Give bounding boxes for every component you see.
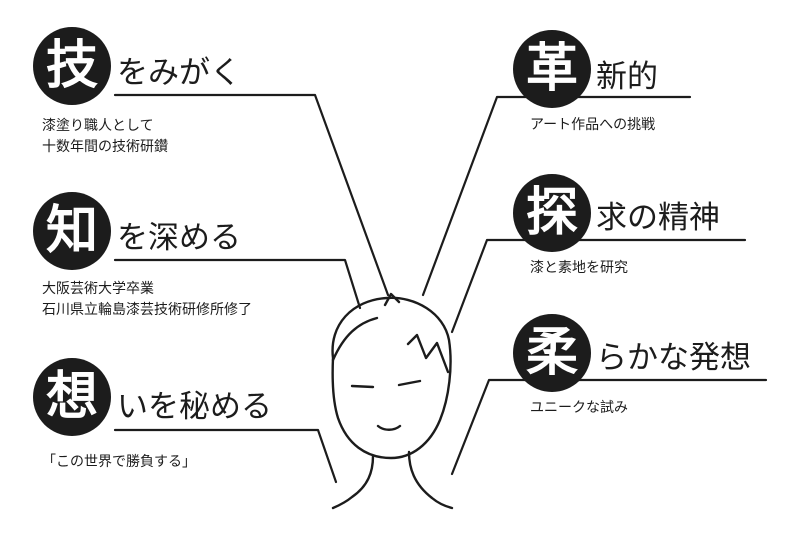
mouth bbox=[376, 424, 402, 431]
item-description: 漆と素地を研究 bbox=[530, 258, 628, 279]
hair bbox=[331, 292, 450, 374]
item-title: を深める bbox=[117, 220, 241, 256]
connector-line bbox=[421, 95, 692, 297]
item-description: ユニークな試み bbox=[530, 398, 628, 419]
connector-line bbox=[113, 258, 362, 310]
description-line: 十数年間の技術研鑽 bbox=[42, 139, 168, 155]
connector-line bbox=[450, 378, 768, 476]
neck-left bbox=[331, 454, 375, 510]
item-title: 求の精神 bbox=[596, 200, 720, 236]
kanji-badge: 技 bbox=[33, 27, 111, 105]
neck-right bbox=[407, 450, 454, 510]
item-description: 「この世界で勝負する」 bbox=[42, 452, 196, 473]
item-title: をみがく bbox=[117, 55, 241, 91]
description-line: 漆塗り職人として bbox=[42, 118, 154, 134]
description-line: 漆と素地を研究 bbox=[530, 260, 628, 276]
description-line: 「この世界で勝負する」 bbox=[42, 454, 196, 470]
face-outline bbox=[331, 296, 452, 460]
item-description: 大阪芸術大学卒業 石川県立輪島漆芸技術研修所修了 bbox=[42, 279, 252, 321]
item-title: 新的 bbox=[596, 59, 658, 95]
kanji-badge: 知 bbox=[33, 192, 111, 270]
item-description: 漆塗り職人として 十数年間の技術研鑽 bbox=[42, 116, 168, 158]
description-line: アート作品への挑戦 bbox=[530, 117, 656, 133]
item-description: アート作品への挑戦 bbox=[530, 115, 655, 136]
item-title: いを秘める bbox=[117, 389, 272, 425]
kanji-badge: 革 bbox=[513, 30, 591, 108]
description-line: ユニークな試み bbox=[530, 400, 628, 416]
connector-line bbox=[450, 238, 747, 334]
right-eye bbox=[397, 379, 422, 387]
description-line: 大阪芸術大学卒業 bbox=[42, 281, 154, 297]
kanji-badge: 想 bbox=[33, 358, 111, 436]
face-illustration bbox=[331, 292, 454, 510]
kanji-badge: 探 bbox=[513, 174, 591, 252]
connector-line bbox=[113, 93, 390, 297]
description-line: 石川県立輪島漆芸技術研修所修了 bbox=[42, 302, 252, 318]
connector-line bbox=[113, 428, 338, 484]
item-title: らかな発想 bbox=[596, 340, 751, 376]
kanji-badge: 柔 bbox=[513, 314, 591, 392]
left-eye bbox=[350, 384, 375, 389]
